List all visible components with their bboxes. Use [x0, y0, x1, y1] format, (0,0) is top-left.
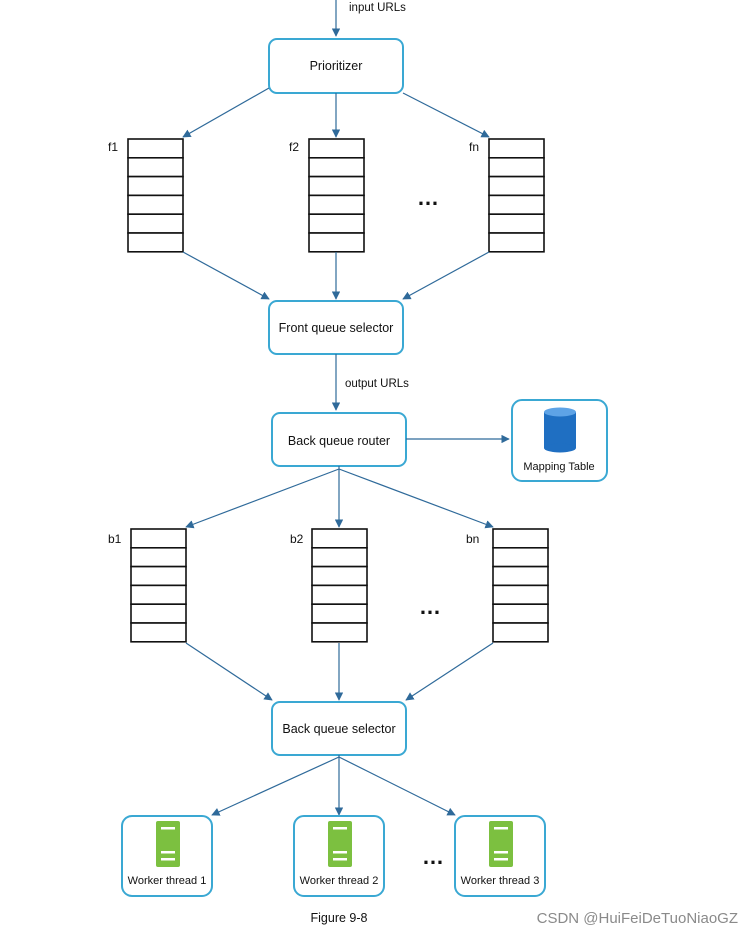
output-urls-label: output URLs — [345, 378, 409, 390]
mapping-table-node[interactable]: Mapping Table — [511, 399, 608, 482]
back-queue-router-node[interactable]: Back queue router — [271, 412, 407, 467]
back-queues-ellipsis: … — [419, 594, 441, 619]
server-icon — [489, 821, 513, 867]
worker-thread-2-label: Worker thread 2 — [300, 875, 379, 887]
prioritizer-node[interactable]: Prioritizer — [268, 38, 404, 94]
arrow-b1-selector — [185, 642, 273, 701]
front-queue-fn — [488, 138, 545, 253]
back-queue-b1-label: b1 — [108, 532, 122, 546]
arrow-f1-selector — [182, 251, 270, 300]
front-queue-f2 — [308, 138, 365, 253]
front-queue-f1 — [127, 138, 184, 253]
back-queue-b1 — [130, 528, 187, 643]
server-icon — [156, 821, 180, 867]
arrow-router-bn — [338, 468, 494, 529]
figure-caption: Figure 9-8 — [311, 911, 368, 925]
front-queue-f1-label: f1 — [108, 140, 118, 154]
arrow-selector-worker3 — [338, 756, 456, 816]
arrow-bn-selector — [405, 642, 494, 701]
server-icon — [328, 821, 352, 867]
front-queue-selector-node[interactable]: Front queue selector — [268, 300, 404, 355]
arrow-prioritizer-fn — [402, 92, 490, 138]
arrow-prioritizer-f1 — [182, 87, 270, 138]
front-queue-fn-label: fn — [469, 140, 479, 154]
back-queue-bn — [492, 528, 549, 643]
worker-thread-1-label: Worker thread 1 — [128, 875, 207, 887]
back-queue-selector-label: Back queue selector — [282, 722, 395, 736]
input-urls-label: input URLs — [349, 2, 406, 14]
database-icon — [544, 407, 576, 453]
front-queue-selector-label: Front queue selector — [279, 321, 394, 335]
watermark: CSDN @HuiFeiDeTuoNiaoGZ — [537, 910, 738, 927]
back-queue-selector-node[interactable]: Back queue selector — [271, 701, 407, 756]
workers-ellipsis: … — [422, 844, 444, 869]
prioritizer-label: Prioritizer — [310, 59, 363, 73]
back-queue-b2-label: b2 — [290, 532, 304, 546]
back-queue-b2 — [311, 528, 368, 643]
front-queues-ellipsis: … — [417, 185, 439, 210]
worker-thread-3-label: Worker thread 3 — [461, 875, 540, 887]
back-queue-router-label: Back queue router — [288, 434, 390, 448]
arrow-router-b1 — [185, 468, 340, 529]
mapping-table-label: Mapping Table — [523, 461, 594, 473]
worker-thread-2-node[interactable]: Worker thread 2 — [293, 815, 385, 897]
arrow-selector-worker1 — [211, 756, 340, 816]
worker-thread-3-node[interactable]: Worker thread 3 — [454, 815, 546, 897]
back-queue-bn-label: bn — [466, 532, 479, 546]
arrow-fn-selector — [402, 251, 490, 300]
worker-thread-1-node[interactable]: Worker thread 1 — [121, 815, 213, 897]
front-queue-f2-label: f2 — [289, 140, 299, 154]
